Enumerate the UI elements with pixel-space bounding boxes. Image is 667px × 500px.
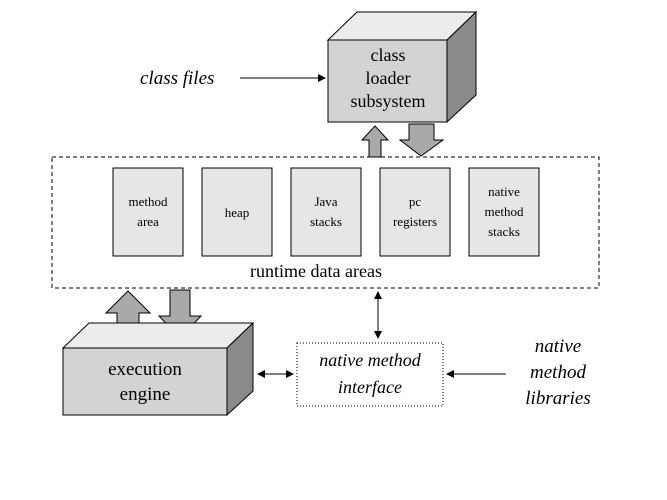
native-libraries-label-3: libraries [525, 388, 590, 409]
class-loader-label-1: class [371, 45, 406, 65]
up-block-arrow-to-class-loader [360, 125, 390, 158]
runtime-data-areas-container [51, 156, 600, 289]
method-area-label-1: method [129, 194, 168, 209]
heap-box: heap [201, 167, 273, 257]
native-libraries-label-2: method [530, 362, 586, 383]
native-method-interface-box: native method interface [296, 342, 444, 407]
method-area-label-2: area [137, 214, 159, 229]
native-method-stacks-box: native method stacks [468, 167, 540, 257]
java-stacks-label-2: stacks [310, 214, 342, 229]
execution-engine-box: execution engine [61, 321, 255, 417]
method-area-box: method area [112, 167, 184, 257]
native-method-stacks-label-3: stacks [488, 224, 520, 239]
runtime-data-areas-label: runtime data areas [250, 261, 382, 281]
class-loader-label-2: loader [366, 68, 411, 88]
java-stacks-box: Java stacks [290, 167, 362, 257]
pc-registers-label-1: pc [409, 194, 422, 209]
native-interface-label-1: native method [319, 350, 421, 370]
native-method-stacks-label-2: method [485, 204, 524, 219]
class-loader-label-3: subsystem [350, 91, 425, 111]
pc-registers-label-2: registers [393, 214, 437, 229]
class-loader-box: class loader subsystem [326, 10, 478, 124]
native-method-stacks-label-1: native [488, 184, 520, 199]
native-libraries-label-1: native [535, 336, 581, 357]
execution-engine-label-1: execution [108, 359, 182, 380]
class-files-label: class files [140, 68, 214, 89]
down-block-arrow-from-class-loader [398, 123, 445, 157]
pc-registers-box: pc registers [379, 167, 451, 257]
heap-label: heap [225, 205, 250, 220]
native-interface-label-2: interface [338, 377, 402, 397]
execution-engine-label-2: engine [120, 384, 171, 405]
java-stacks-label-1: Java [314, 194, 337, 209]
